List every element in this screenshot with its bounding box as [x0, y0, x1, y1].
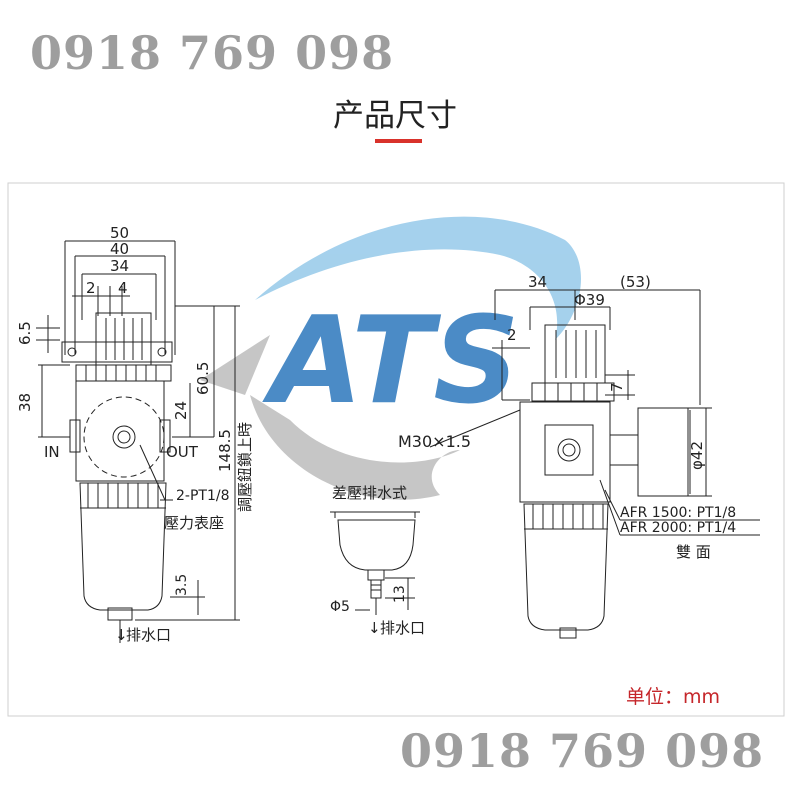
dim-60-5: 60.5	[194, 362, 212, 395]
dim-148-5: 148.5	[216, 429, 234, 472]
middle-view	[330, 511, 420, 615]
drain-length: 13	[392, 585, 408, 603]
right-view-labels: 34 (53) Φ39 2 7 M30×1.5 φ42 AFR 1500: PT…	[398, 273, 736, 561]
dim-7: 7	[608, 382, 626, 392]
in-label: IN	[44, 443, 60, 461]
phone-watermark-top: 0918 769 098	[30, 26, 395, 80]
dim-2-right: 2	[507, 326, 517, 344]
dim-50: 50	[110, 224, 129, 242]
spec-afr1500: AFR 1500: PT1/8	[620, 505, 736, 521]
drawing-frame	[7, 182, 785, 717]
unit-label: 单位：mm	[626, 686, 721, 708]
dim-6-5: 6.5	[16, 321, 34, 345]
thread-label: M30×1.5	[398, 432, 471, 451]
ats-logo-watermark: ATS	[200, 216, 582, 500]
dim-2: 2	[86, 279, 96, 297]
dim-34-right: 34	[528, 273, 547, 291]
dim-dia-39: Φ39	[574, 291, 605, 309]
dim-4: 4	[118, 279, 128, 297]
middle-view-labels: 差壓排水式 Φ5 13 ↓ 排水口	[330, 484, 425, 637]
out-label: OUT	[166, 443, 199, 461]
gauge-dia: φ42	[688, 441, 706, 470]
drain-arrow-mid: ↓	[368, 619, 381, 637]
drain-dia: Φ5	[330, 599, 350, 615]
port-label: 2-PT1/8	[176, 488, 229, 504]
title-underline	[375, 139, 422, 143]
dim-53: (53)	[620, 273, 651, 291]
drain-label-left: 排水口	[126, 626, 171, 644]
phone-watermark-bottom: 0918 769 098	[400, 724, 765, 778]
dim-24: 24	[172, 401, 190, 420]
left-view-labels: 50 40 34 2 4 6.5 38 60.5 24 148.5 調壓鈕鎖上時…	[16, 224, 254, 644]
diff-drain-title: 差壓排水式	[332, 484, 407, 502]
right-view	[429, 289, 760, 639]
both-sides-label: 雙 面	[676, 543, 711, 561]
drain-label-mid: 排水口	[380, 619, 425, 637]
logo-swoosh-top	[255, 216, 582, 340]
drain-dim-3-5: 3.5	[174, 574, 190, 596]
left-view	[36, 240, 240, 643]
dim-34: 34	[110, 257, 129, 275]
dim-38: 38	[16, 393, 34, 412]
logo-swoosh-bottom	[250, 395, 460, 500]
knob-lock-label: 調壓鈕鎖上時	[236, 422, 254, 512]
dim-40: 40	[110, 240, 129, 258]
spec-afr2000: AFR 2000: PT1/4	[620, 520, 736, 536]
drain-arrow: ↓	[115, 626, 128, 644]
gauge-seat-label: 壓力表座	[164, 514, 224, 532]
logo-text: ATS	[262, 292, 520, 431]
section-title: 产品尺寸	[333, 98, 457, 134]
